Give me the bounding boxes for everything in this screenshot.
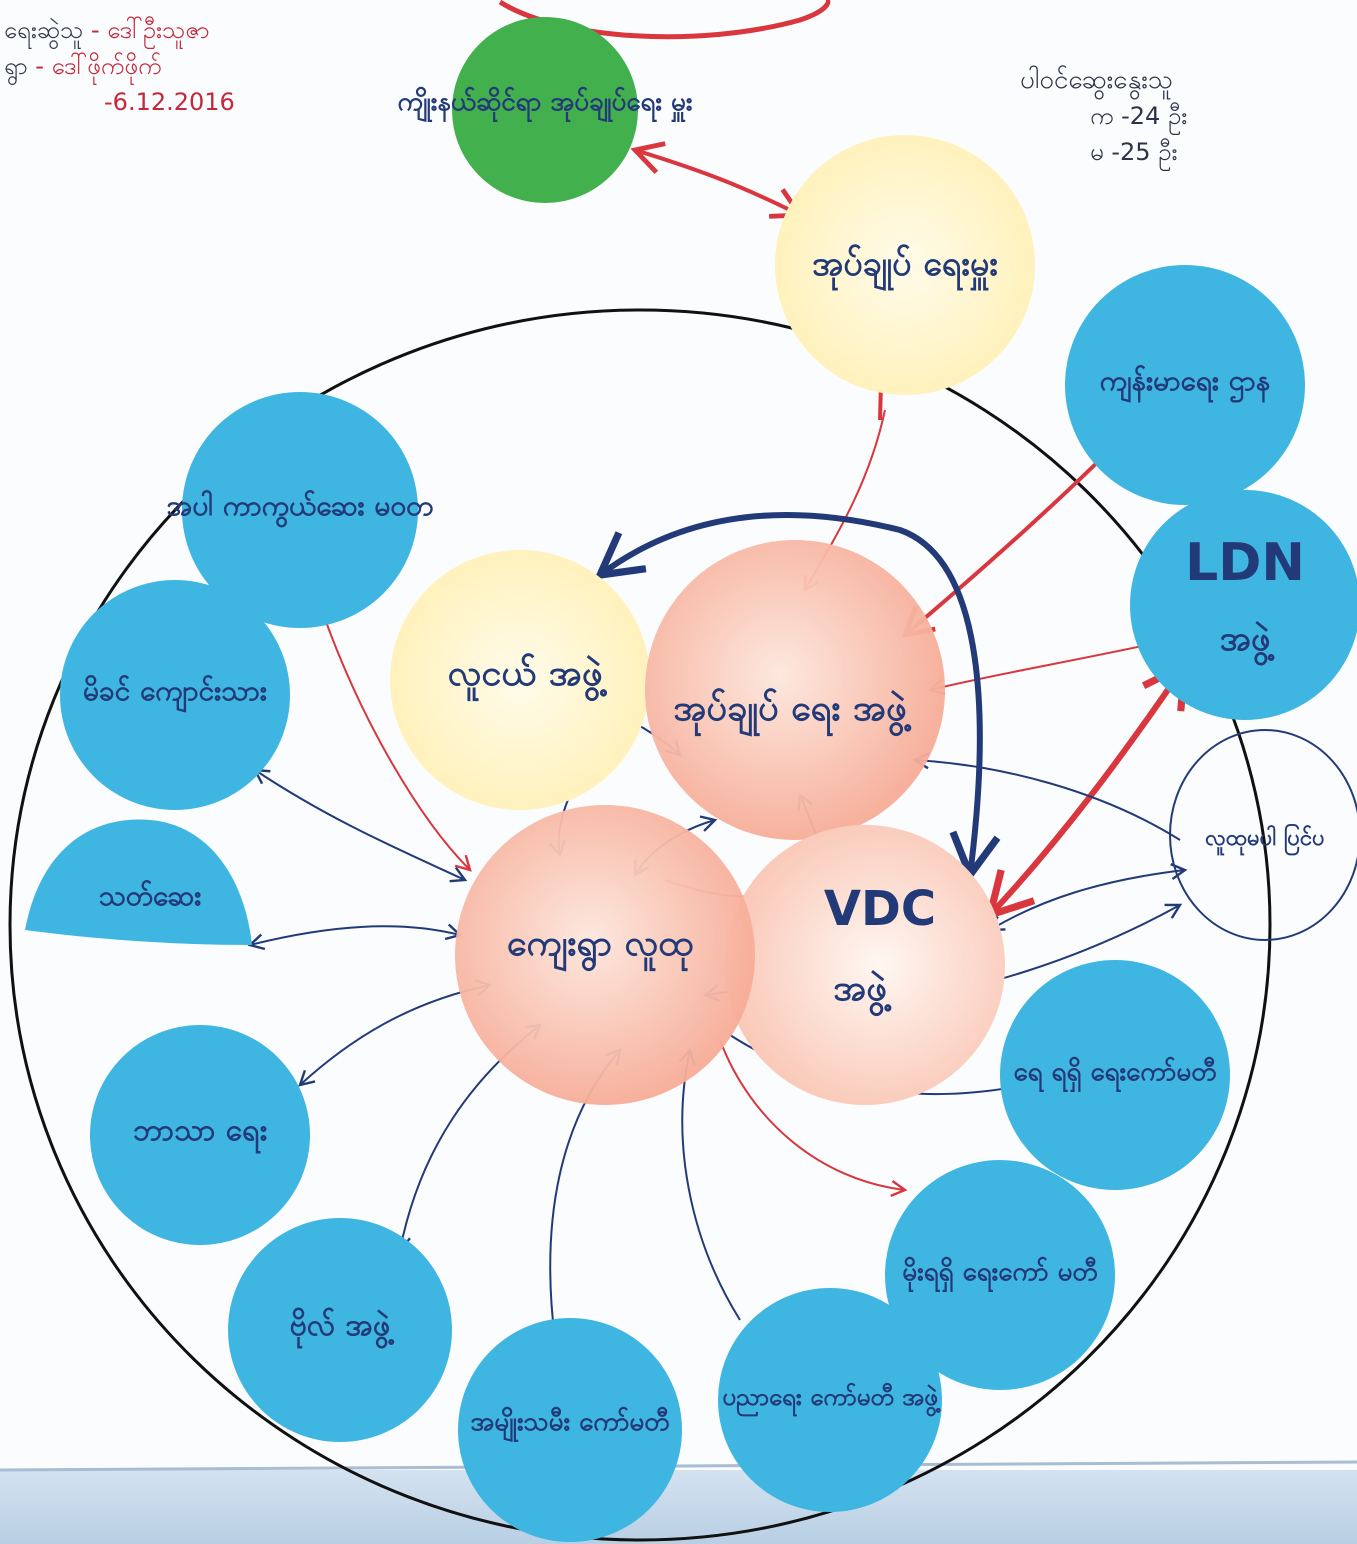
ldn-label: LDN: [1185, 533, 1305, 593]
header-note: ရေးဆွဲသူ - ဒေါ်ဦးသူဇာ ရွာ - ဒေါ်ဖိုက်ဖို…: [4, 12, 235, 120]
vdc-label: VDC: [824, 881, 936, 937]
participants-title: ပါဝင်ဆွေးနွေးသူ: [1020, 65, 1173, 95]
vdc-group-label: အဖွဲ့: [833, 968, 891, 1017]
mother-child-sticker: [60, 580, 290, 810]
arrow-education-to-village: [678, 1047, 741, 1321]
green-sticker: [452, 17, 638, 203]
header-label-2: ရွာ: [4, 52, 28, 80]
community-boundary-circle: [8, 308, 1272, 1542]
education-sticker: [718, 1288, 942, 1512]
header-line-1: ရေးဆွဲသူ - ဒေါ်ဦးသူဇာ: [4, 16, 210, 44]
arrow-blue-big-loop: [594, 512, 1001, 883]
participants-male: မ -25 ဦး: [1090, 138, 1178, 166]
health-sticker: [1065, 265, 1305, 505]
teacher-sticker: [25, 819, 252, 945]
arrow-village-to-roads: [719, 1039, 908, 1197]
youth-group-label: လူငယ် အဖွဲ့: [448, 652, 607, 702]
womens-affairs-sticker: [458, 1318, 682, 1542]
arrow-ldn-to-vdc: [984, 658, 1190, 921]
header-line-2: ရွာ - ဒေါ်ဖိုက်ဖိုက်: [4, 52, 162, 80]
header-value-2: ဒေါ်ဖိုက်ဖိုက်: [51, 52, 162, 80]
village-people-sticker: [455, 805, 755, 1105]
participants-note: ပါဝင်ဆွေးနွေးသူ က -24 ဦး မ -25 ဦး: [1020, 62, 1320, 170]
elders-sticker: [228, 1218, 452, 1442]
roads-sticker: [885, 1160, 1115, 1390]
outside-circle-label: လူထုမပါ ပြင်ပ: [1205, 823, 1324, 856]
arrow-green-to-admin-officer: [630, 141, 805, 219]
arrow-health-to-admin-group: [901, 436, 1124, 639]
arrow-teacher-to-village: [247, 923, 463, 951]
arrow-religion-to-village: [298, 979, 493, 1087]
youth-group-sticker: [390, 550, 650, 810]
admin-group-sticker: [645, 540, 945, 840]
village-water-sticker: [1000, 960, 1230, 1190]
religion-sticker: [90, 1025, 310, 1245]
green-sticker-label: ကျိုးနယ်ဆိုင်ရာ အုပ်ချုပ်ရေး မှူး: [398, 86, 693, 123]
header-line-3: -6.12.2016: [104, 88, 235, 116]
admin-officer-label: အုပ်ချုပ် ရေးမှူး: [812, 244, 998, 291]
arrow-outside-to-vdc: [987, 863, 1188, 932]
ldn-group-label: အဖွဲ့: [1220, 619, 1276, 666]
header-date: 6.12.2016: [112, 88, 235, 116]
header-value-1: ဒေါ်ဦးသူဇာ: [107, 16, 210, 44]
ngo-sticker: [182, 392, 418, 628]
womens-affairs-label: အမျိုးသမီး ကော်မတီ: [470, 1406, 670, 1443]
elders-label: ဗိုလ် အဖွဲ့: [290, 1307, 394, 1350]
arrow-outside-to-admin-group: [912, 752, 1181, 841]
arrow-mother-to-village: [252, 768, 468, 883]
header-label-1: ရေးဆွဲသူ: [4, 16, 84, 44]
village-water-label: ရေ ရရှိ ရေးကော်မတီ: [1013, 1056, 1217, 1093]
participants-female: က -24 ဦး: [1090, 102, 1188, 130]
ngo-label: အပါ ကာကွယ်ဆေး မဝတ: [167, 488, 435, 528]
ldn-sticker: [1130, 490, 1357, 720]
vdc-sticker: [725, 825, 1005, 1105]
roads-label: မိုးရရှိ ရေးကော် မတီ: [902, 1256, 1098, 1293]
outside-circle-sticker: [1169, 729, 1357, 941]
teacher-label: သတ်ဆေး: [99, 878, 202, 912]
admin-officer-sticker: [775, 135, 1035, 395]
arrow-ldn-to-admin-group: [927, 634, 1173, 696]
